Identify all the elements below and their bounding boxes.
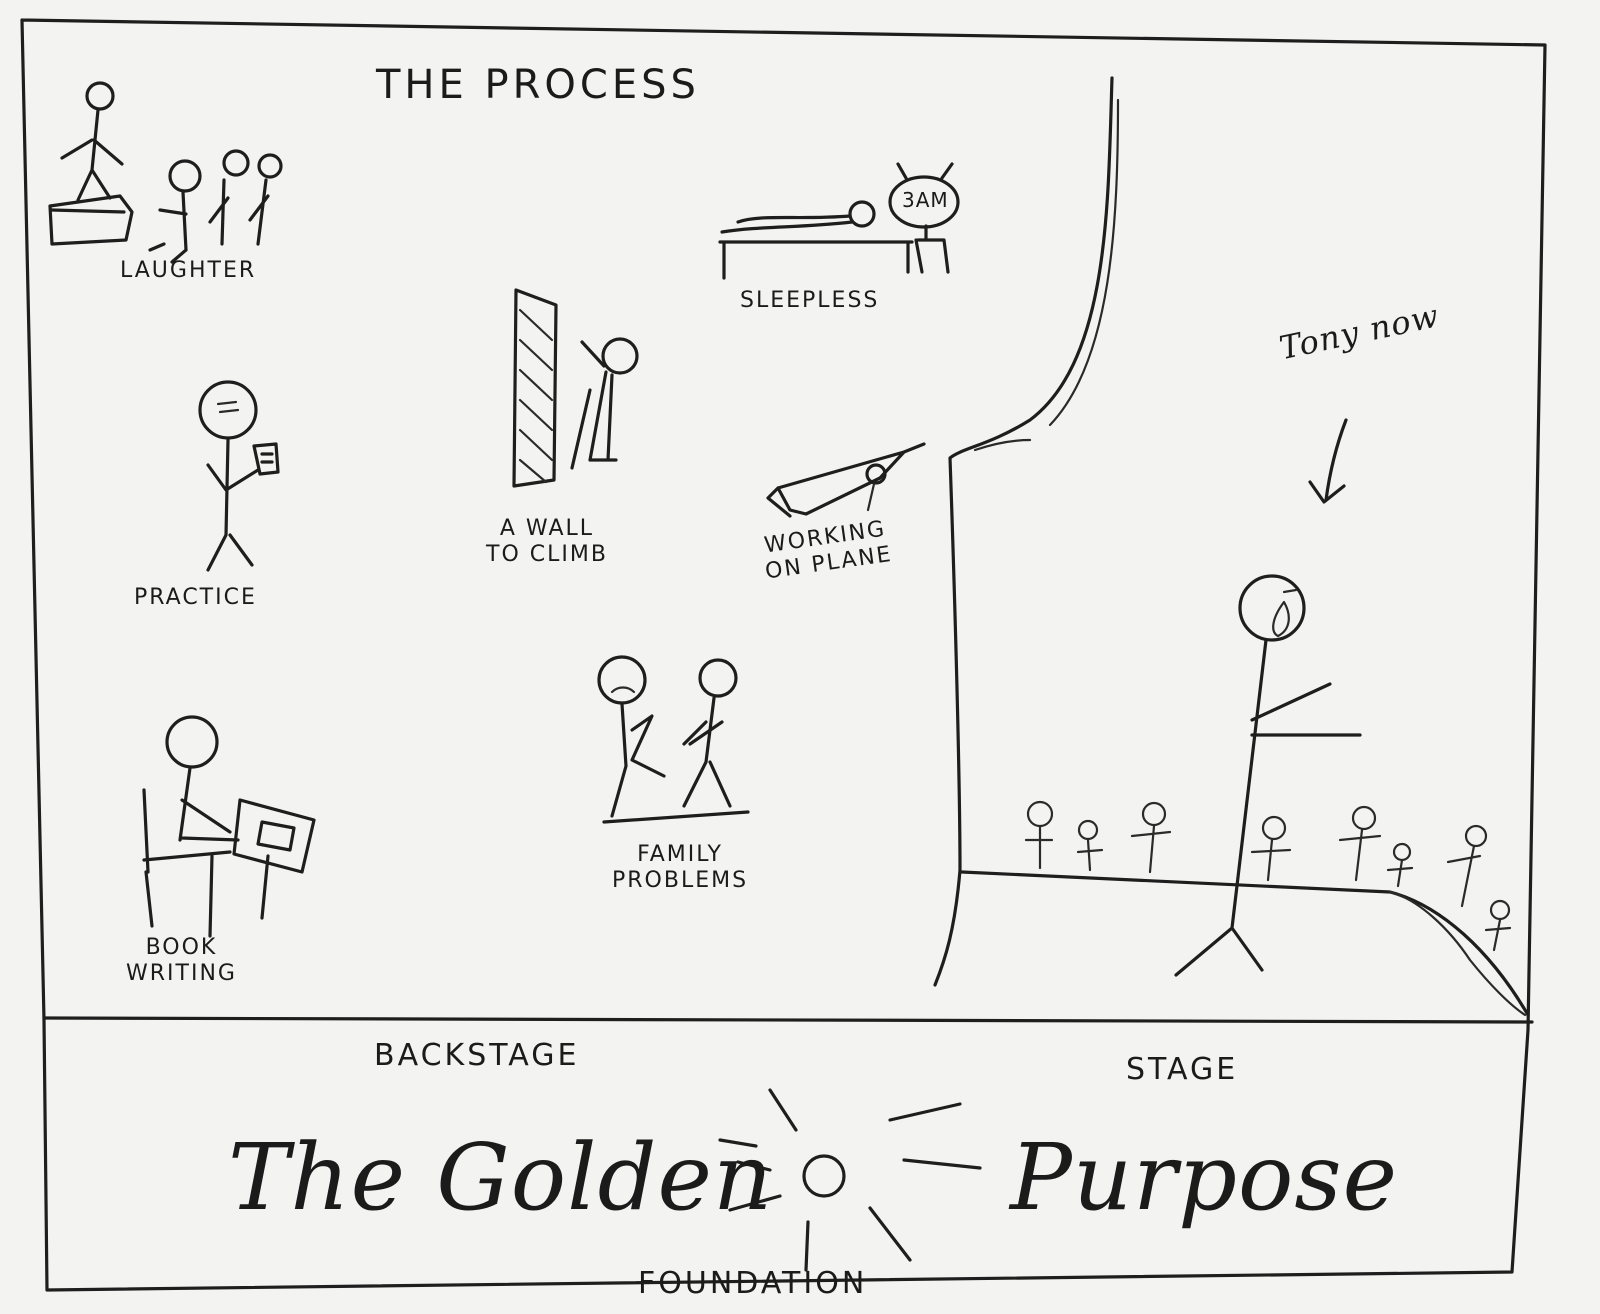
stage-curtain — [933, 76, 1114, 987]
climber-head — [601, 337, 639, 375]
label-backstage: BACKSTAGE — [374, 1038, 580, 1073]
audience-member-3 — [1141, 801, 1167, 827]
tony-body — [1174, 638, 1362, 977]
label-stage: STAGE — [1126, 1052, 1239, 1087]
family-bodies — [602, 696, 750, 824]
stage-audience — [1024, 800, 1512, 952]
alarm-clock — [888, 175, 960, 229]
audience-body-1 — [1024, 824, 1054, 870]
callout-arrow — [1308, 418, 1348, 504]
practice-head — [198, 380, 258, 440]
audience-member-8 — [1489, 899, 1511, 921]
audience-body-5 — [1338, 828, 1382, 882]
label-laughter: LAUGHTER — [120, 258, 257, 283]
label-family-line-2: PROBLEMS — [612, 868, 749, 893]
wall — [512, 288, 558, 488]
audience-member-1 — [1026, 800, 1054, 828]
plane-passenger-body — [866, 482, 876, 512]
laughter-drawing — [48, 81, 283, 264]
bed — [718, 214, 914, 280]
tony-smile — [1272, 588, 1298, 638]
family-face-1 — [610, 686, 636, 694]
audience-head-3 — [257, 153, 283, 179]
family-head-2 — [698, 658, 738, 698]
audience-member-5 — [1351, 805, 1377, 831]
book-writing-drawing — [142, 715, 316, 938]
practice-notebook — [252, 442, 280, 476]
label-practice: PRACTICE — [134, 585, 257, 610]
audience-member-4 — [1261, 815, 1287, 841]
label-wall-to-climb: A WALL TO CLIMB — [486, 516, 608, 568]
audience-member-7 — [1464, 824, 1488, 848]
comedian-body — [60, 108, 124, 202]
stage-curtain-shade — [973, 98, 1120, 452]
sleepless-drawing — [718, 162, 960, 280]
audience-member-6 — [1392, 842, 1412, 862]
audience-head-1 — [168, 159, 202, 193]
audience-head-2 — [222, 149, 250, 177]
plane-passenger-head — [865, 463, 887, 485]
wall-drawing — [512, 288, 639, 488]
practice-drawing — [198, 380, 280, 572]
page-title: THE PROCESS — [376, 62, 700, 108]
audience-body-2 — [1076, 838, 1104, 872]
label-clock-time: 3AM — [902, 188, 949, 212]
writer-desk — [142, 798, 316, 874]
label-wall-line-2: TO CLIMB — [486, 542, 608, 567]
plane — [766, 442, 926, 518]
writer-head — [165, 715, 219, 769]
golden-text: The Golden — [228, 1124, 774, 1231]
practice-face — [216, 400, 240, 414]
audience-body-4 — [1250, 838, 1292, 882]
outer-frame — [20, 18, 1547, 1292]
label-sleepless: SLEEPLESS — [740, 288, 880, 313]
audience-bodies — [148, 178, 270, 264]
sun-core — [802, 1154, 846, 1198]
tony-head — [1238, 574, 1306, 642]
plane-drawing — [766, 442, 926, 518]
label-foundation: FOUNDATION — [638, 1266, 868, 1301]
clock-stand — [914, 224, 950, 274]
label-book-writing: BOOK WRITING — [126, 935, 237, 987]
climber-body — [570, 340, 618, 470]
writer-body — [142, 766, 270, 938]
family-drawing — [597, 655, 750, 824]
label-wall-line-1: A WALL — [499, 516, 595, 541]
family-head-1 — [597, 655, 647, 705]
label-family-line-1: FAMILY — [637, 842, 723, 867]
audience-body-3 — [1130, 824, 1172, 874]
audience-body-7 — [1446, 844, 1482, 908]
sun-drawing — [718, 1088, 982, 1272]
stage-mound — [1388, 890, 1527, 1017]
foundation-divider — [42, 1016, 1534, 1024]
sun-rays — [718, 1088, 982, 1272]
label-book-writing-line-1: BOOK — [145, 935, 218, 960]
sleeper-head — [848, 200, 876, 228]
comedian-head — [85, 81, 115, 111]
podium-box — [48, 194, 134, 246]
audience-body-8 — [1484, 918, 1512, 952]
purpose-text: Purpose — [1010, 1124, 1399, 1231]
audience-body-6 — [1386, 858, 1414, 888]
clock-bells — [896, 162, 954, 180]
label-book-writing-line-2: WRITING — [126, 961, 237, 986]
tony-figure — [1174, 574, 1362, 977]
wall-hatching — [518, 308, 554, 484]
practice-body — [206, 438, 260, 572]
audience-member-2 — [1077, 819, 1099, 841]
label-family-problems: FAMILY PROBLEMS — [612, 842, 748, 894]
